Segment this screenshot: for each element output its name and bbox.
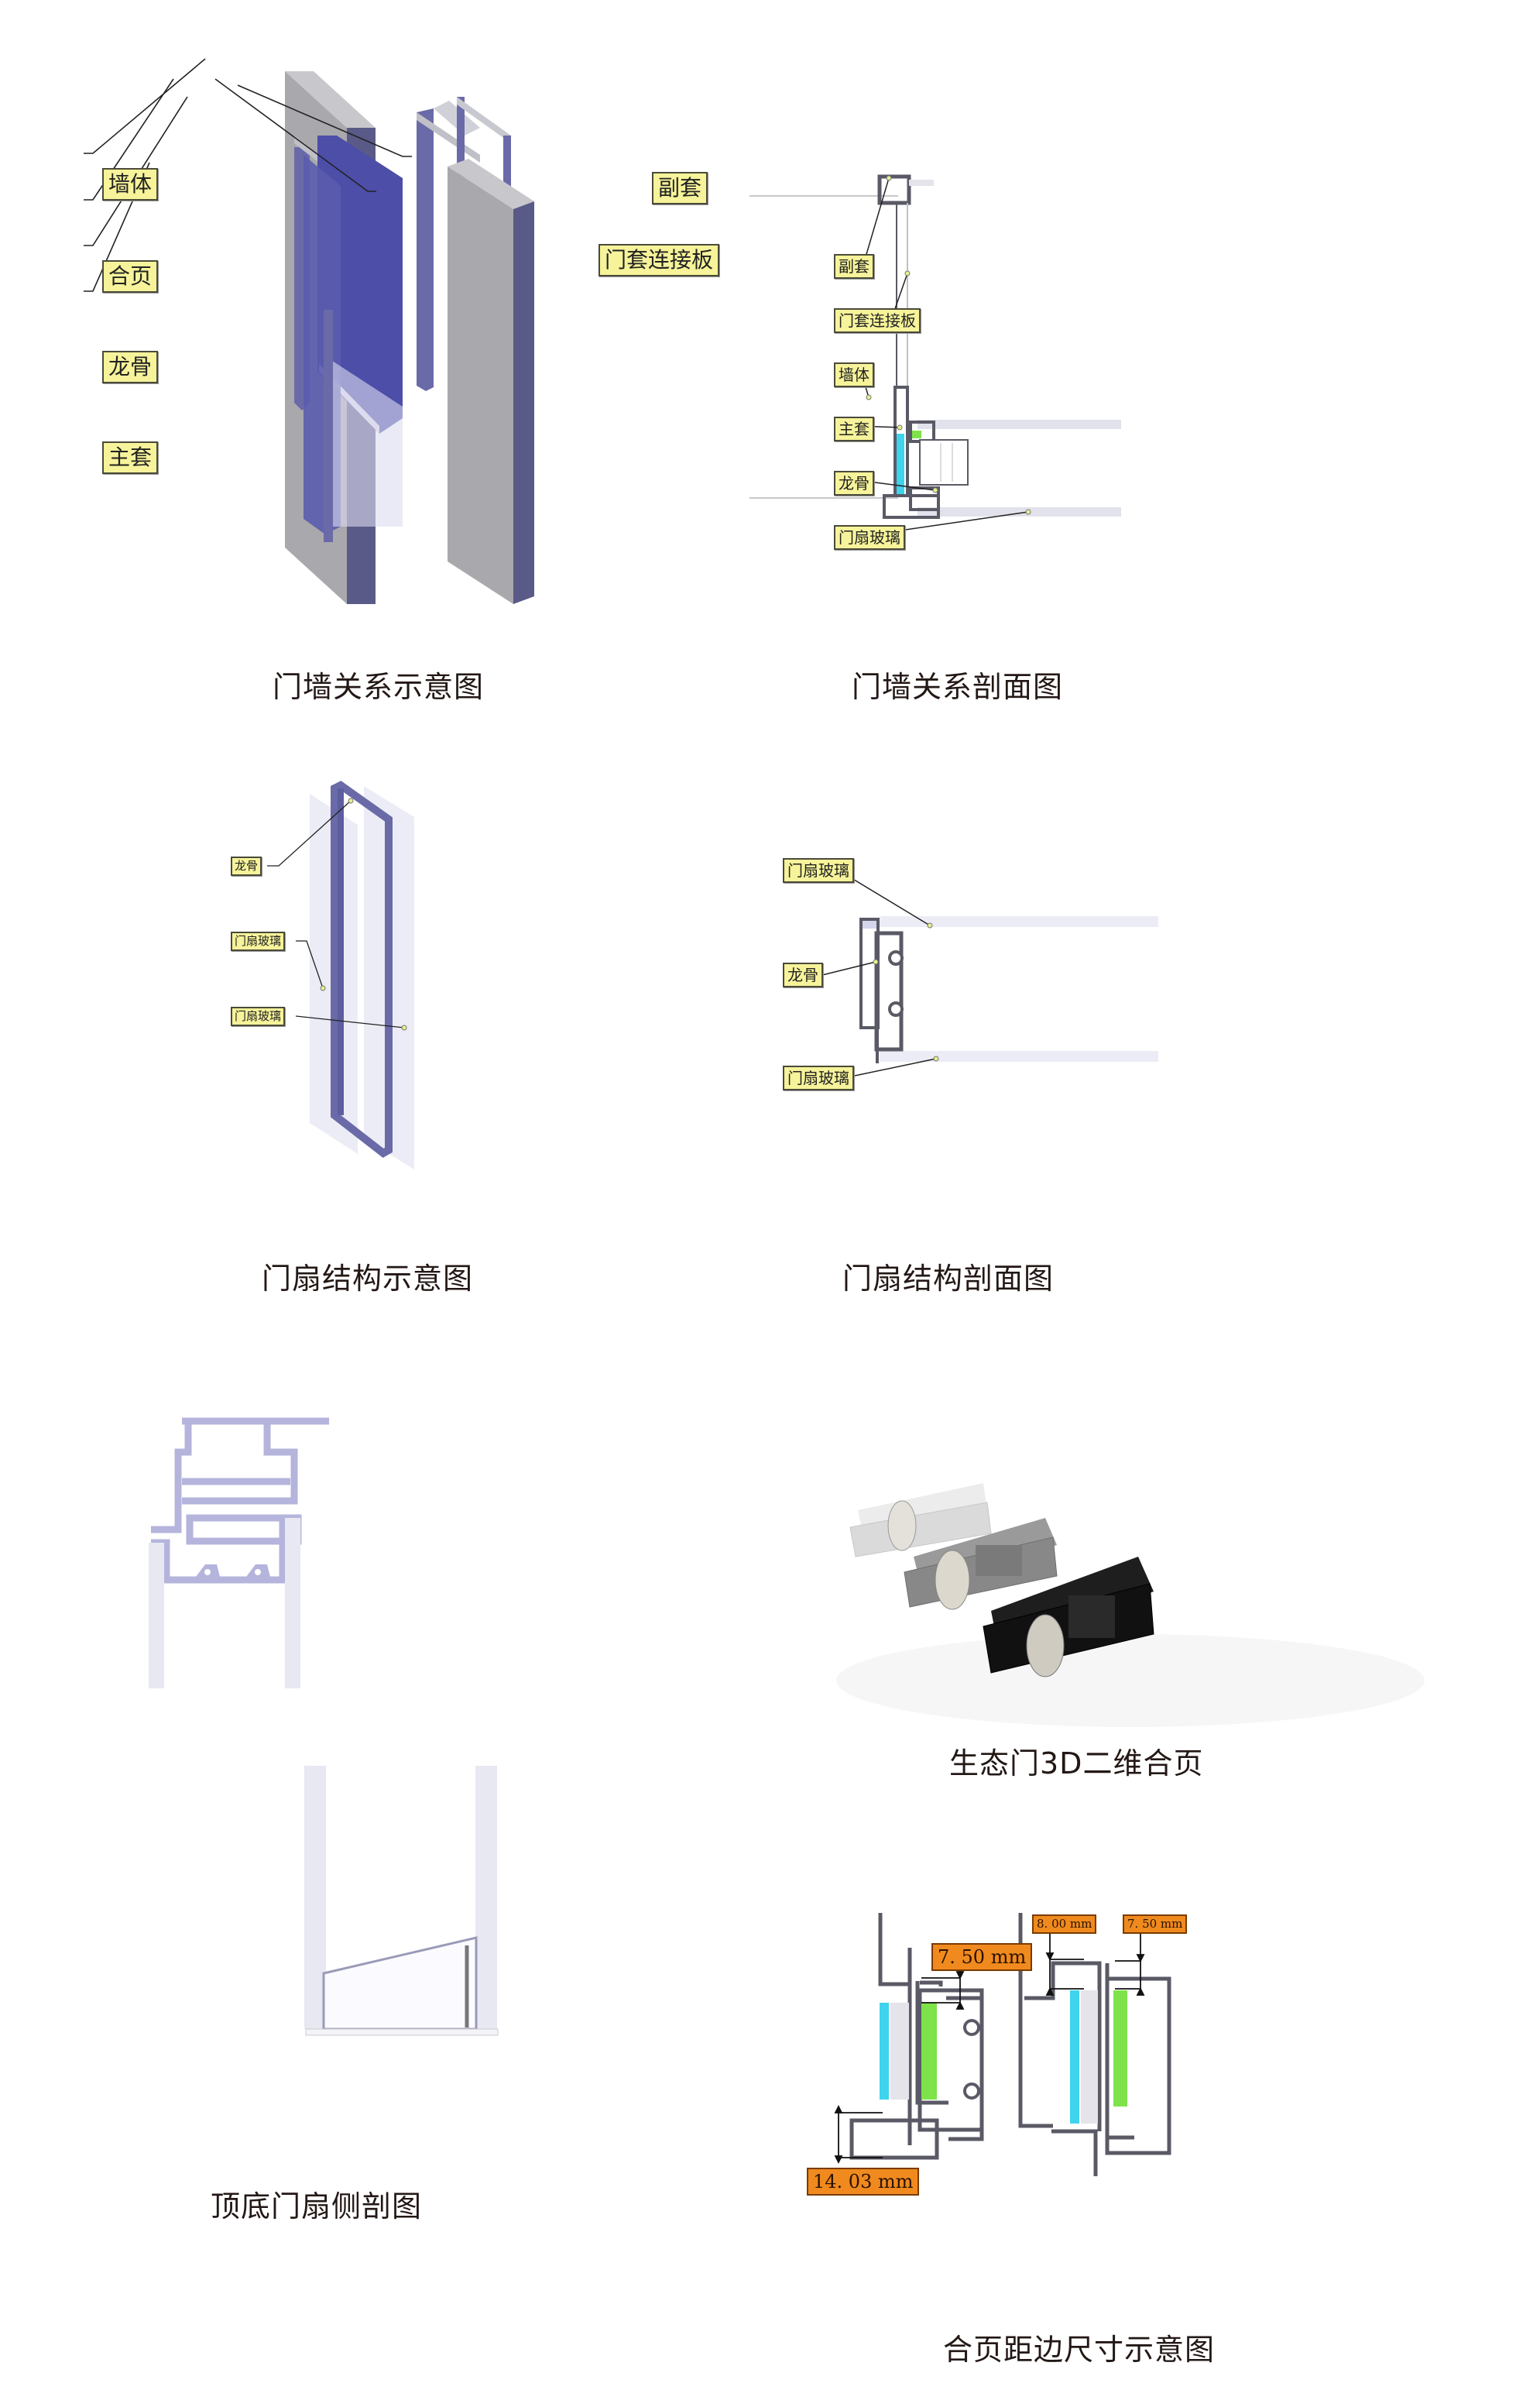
sub-frame-profile bbox=[877, 174, 911, 205]
glass-lower bbox=[917, 507, 1121, 517]
hinge-green-right bbox=[1113, 1990, 1127, 2107]
leader-hinge bbox=[84, 78, 174, 201]
figure-wall-relation-diagram bbox=[77, 58, 736, 620]
callout-door-glass-bottom: 门扇玻璃 bbox=[783, 1066, 854, 1090]
callout-main-frame: 主套 bbox=[102, 441, 159, 474]
dimension-left-top: 7. 50 mm bbox=[931, 1943, 1033, 1971]
hinge-grey bbox=[904, 1518, 1058, 1610]
callout-keel: 龙骨 bbox=[834, 471, 874, 496]
figure-top-leaf-profile bbox=[139, 1410, 372, 1719]
leader-wall bbox=[84, 58, 206, 154]
leaf-structure-drawing bbox=[267, 781, 414, 1169]
callout-frame-connector: 门套连接板 bbox=[834, 308, 921, 333]
hinge-green-left bbox=[921, 2003, 937, 2100]
keel-frame bbox=[331, 781, 393, 1159]
dimension-left-bottom: 14. 03 mm bbox=[807, 2168, 920, 2196]
keel-profile-inner bbox=[874, 931, 904, 1052]
callout-frame-connector: 门套连接板 bbox=[599, 244, 720, 276]
callout-door-glass-1: 门扇玻璃 bbox=[231, 932, 286, 951]
frame-connector bbox=[417, 108, 434, 391]
hinge-black bbox=[983, 1557, 1154, 1677]
callout-door-glass-top: 门扇玻璃 bbox=[783, 858, 854, 883]
figure-bottom-leaf-profile bbox=[201, 1766, 526, 2091]
leader-main-frame bbox=[84, 162, 150, 292]
callout-keel: 龙骨 bbox=[102, 351, 159, 383]
callout-keel: 龙骨 bbox=[783, 963, 823, 987]
callout-main-frame: 主套 bbox=[834, 417, 874, 441]
hinge-cyan bbox=[897, 434, 904, 496]
callout-sub-frame: 副套 bbox=[652, 172, 708, 204]
figure-hinge-3d bbox=[821, 1471, 1425, 1750]
leaf-section-drawing bbox=[809, 870, 1158, 1080]
caption-leaf-structure-section: 门扇结构剖面图 bbox=[842, 1262, 1055, 1296]
hinge-dimension-drawing bbox=[834, 1913, 1171, 2176]
dimension-right-a: 8. 00 mm bbox=[1032, 1914, 1097, 1934]
hinge-silver bbox=[849, 1483, 992, 1557]
callout-keel: 龙骨 bbox=[231, 857, 262, 876]
leader-sub-frame bbox=[237, 84, 412, 157]
wall-panel-right-face bbox=[448, 167, 513, 604]
callout-hinge: 合页 bbox=[102, 260, 159, 293]
top-profile-drawing bbox=[149, 1417, 329, 1688]
figure-leaf-structure-section bbox=[774, 844, 1456, 1107]
figure-hinge-edge-dimensions bbox=[805, 1913, 1332, 2223]
wall-panel-right bbox=[448, 159, 534, 209]
exploded-door-drawing bbox=[84, 58, 534, 604]
callout-sub-frame: 副套 bbox=[834, 254, 874, 279]
caption-hinge-3d: 生态门3D二维合页 bbox=[949, 1746, 1204, 1780]
keel-profile bbox=[919, 439, 969, 486]
leader-frame-connector bbox=[214, 78, 376, 192]
caption-hinge-edge-dimensions: 合页距边尺寸示意图 bbox=[943, 2333, 1216, 2367]
caption-leaf-structure-diagram: 门扇结构示意图 bbox=[262, 1262, 474, 1296]
caption-wall-relation-section: 门墙关系剖面图 bbox=[852, 670, 1064, 704]
figure-leaf-structure-diagram bbox=[217, 774, 449, 1208]
glass-bottom bbox=[880, 1051, 1158, 1062]
hinge-cyan-right bbox=[1070, 1990, 1079, 2124]
caption-wall-relation-diagram: 门墙关系示意图 bbox=[273, 670, 485, 704]
glass-left bbox=[149, 1543, 164, 1688]
wall-panel-left bbox=[285, 71, 376, 128]
callout-wall: 墙体 bbox=[834, 362, 874, 387]
hinge-3d-render bbox=[836, 1483, 1425, 1727]
bottom-profile-drawing bbox=[304, 1766, 499, 2036]
glass-left bbox=[304, 1766, 326, 2029]
glass-right bbox=[285, 1518, 300, 1688]
callout-door-glass-2: 门扇玻璃 bbox=[231, 1007, 286, 1026]
wall-section-drawing bbox=[749, 174, 1121, 535]
figure-wall-relation-section bbox=[743, 155, 1425, 558]
bottom-rail-profile bbox=[322, 1936, 478, 2031]
callout-door-glass: 门扇玻璃 bbox=[834, 525, 905, 550]
callout-wall: 墙体 bbox=[102, 168, 159, 201]
glass-top bbox=[880, 916, 1158, 927]
caption-top-bottom-leaf-section: 顶底门扇侧剖图 bbox=[211, 2189, 423, 2223]
leader-keel bbox=[84, 96, 188, 246]
glass-right bbox=[475, 1766, 497, 2029]
dimension-right-b: 7. 50 mm bbox=[1123, 1914, 1188, 1934]
hinge-cyan-left bbox=[880, 2003, 889, 2100]
glass-upper bbox=[917, 420, 1121, 429]
